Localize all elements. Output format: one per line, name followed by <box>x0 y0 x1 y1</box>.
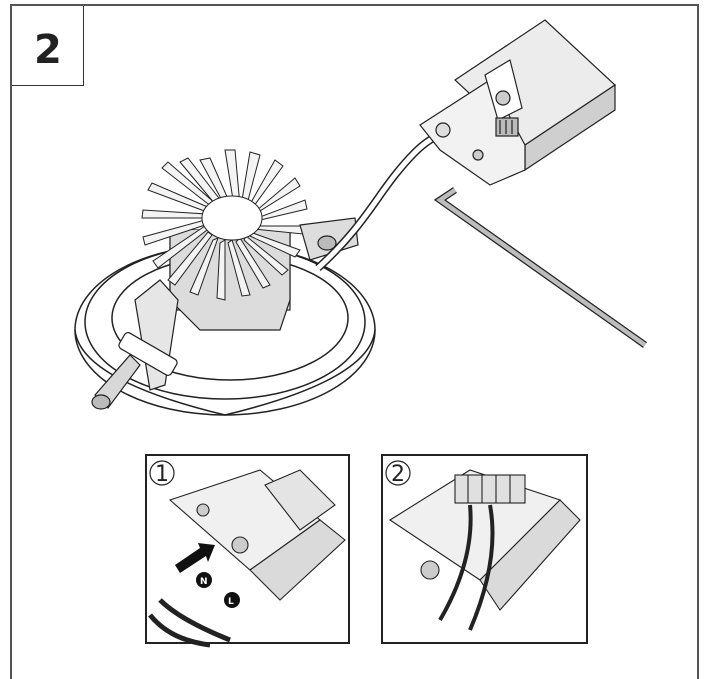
live-terminal-label: L <box>228 597 234 607</box>
led-driver <box>419 19 616 186</box>
neutral-terminal-marker <box>196 572 212 588</box>
inset-2-number: 2 <box>391 462 405 487</box>
inset-1: 1 N L <box>145 454 350 648</box>
neutral-terminal-label: N <box>200 577 208 587</box>
inset-2: 2 <box>381 454 588 644</box>
spring-clip-left <box>91 279 179 410</box>
step-number: 2 <box>34 27 62 73</box>
inset-1-number: 1 <box>155 462 169 487</box>
spring-clip-right <box>299 217 359 261</box>
insert-arrow <box>175 543 215 573</box>
heat-sink-fins <box>141 149 308 301</box>
frame-border <box>10 4 699 679</box>
step-box: 2 <box>12 6 84 86</box>
live-terminal-marker <box>224 592 240 608</box>
connection-cable <box>315 126 456 271</box>
mains-cable <box>433 187 648 348</box>
